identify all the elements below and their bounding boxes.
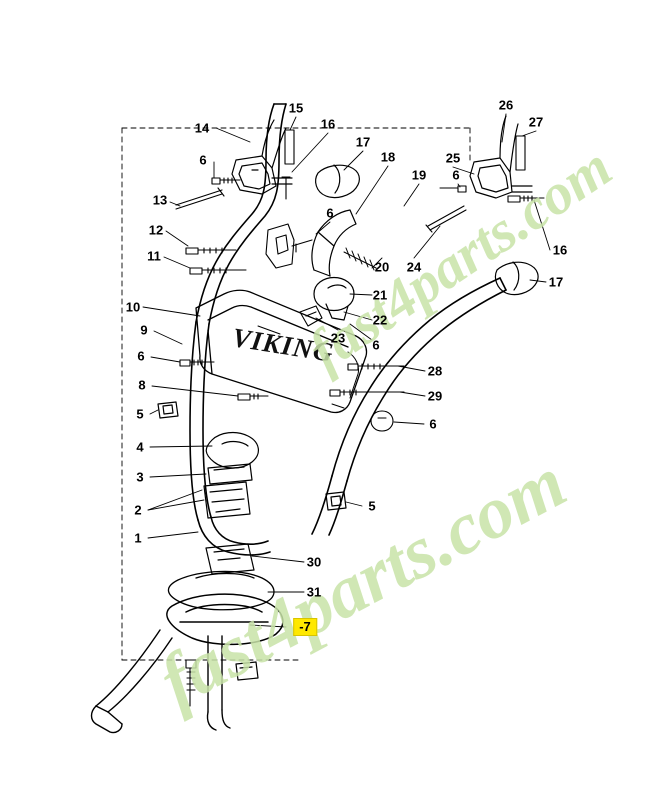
bracket-31 [167,570,275,611]
callout-label: 23 [330,330,346,346]
callout-label: 9 [140,322,148,338]
callout-label: 8 [138,377,146,393]
callout-label: 13 [152,192,168,208]
callout-label: 6 [429,416,437,432]
callout-label: 1 [134,530,142,546]
callout-label: 2 [134,502,142,518]
part-12-bolt [185,247,237,255]
frame-dashed [121,127,471,661]
handlebar-right-lower [311,475,348,536]
callout-label: 29 [427,388,443,404]
callout-label: 12 [148,222,164,238]
callout-label: 17 [355,134,371,150]
grip-left [315,164,360,199]
callout-label: 18 [380,149,396,165]
part-5-clip-left [157,401,179,419]
callout-label: 15 [288,100,304,116]
callout-label: 10 [125,299,141,315]
callout-label: 16 [320,116,336,132]
callout-label: 6 [452,167,460,183]
part-16-screw-right [507,195,545,203]
callout-label-highlighted[interactable]: -7 [293,618,317,636]
part-29-screw [329,389,405,397]
callout-label: 25 [445,150,461,166]
callout-label: 27 [528,114,544,130]
part-24-rod [425,205,467,233]
callout-label: 4 [136,439,144,455]
callout-label: 11 [147,248,161,264]
callout-label: 6 [199,152,207,168]
leader-lines [142,113,551,628]
callout-label: 20 [374,259,390,275]
handlebar-right-tube [331,277,507,482]
callout-label: 16 [552,242,568,258]
part-11-bolt [189,267,247,275]
callout-label: 19 [411,167,427,183]
callout-label: 17 [548,274,564,290]
callout-label: 30 [306,554,322,570]
callout-label: 6 [137,348,145,364]
base-housing-7 [166,593,284,646]
part-16-screw-left [281,176,291,200]
callout-label: 3 [136,469,144,485]
lever-18-assembly [311,209,357,277]
spring-20 [343,247,377,271]
control-panel-shroud [195,289,368,414]
panel-inner-detail [257,325,359,409]
lever-assembly-14 [231,119,293,195]
bracket-mid-assembly [265,223,313,269]
lower-frame [90,629,231,734]
callout-label: 6 [372,337,380,353]
clamp-assembly-2 [203,481,251,519]
callout-label: 21 [372,287,388,303]
callout-label: 5 [136,406,144,422]
callout-label: 14 [194,120,210,136]
part-28-screw [347,363,405,371]
handlebar-left-tube [195,103,287,325]
part-13-rod [175,187,225,210]
lower-bolt [185,659,197,707]
part-5-clip-right [325,491,347,511]
part-9-bolt [179,359,215,367]
handlebar-left-bottom-bend [197,516,271,556]
part-8-bolt [237,393,269,401]
callout-label: 31 [306,584,322,600]
callout-label: 26 [498,97,514,113]
callout-label: 22 [372,312,388,328]
part-15-plate [284,129,295,165]
clamp-assembly-3 [207,463,253,485]
bracket-30 [205,543,255,575]
part-6-right-bolt [370,410,394,432]
callout-label: 28 [427,363,443,379]
callout-label: 5 [368,498,376,514]
grip-right [494,261,539,296]
handlebar-left-lower [189,321,212,521]
callout-label: 24 [406,259,422,275]
callout-label: 6 [326,205,334,221]
part-27-plate [515,135,526,171]
part-23-cap [299,305,323,327]
bolt-6-upper-right [439,185,467,193]
lower-right-bracket [235,661,259,681]
clamp-assembly-4 [205,431,259,469]
bolt-6-upper-left [211,177,241,185]
